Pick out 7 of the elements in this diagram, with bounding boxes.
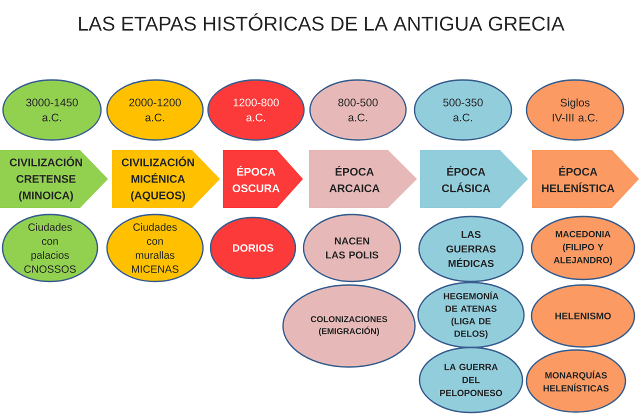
- period-pentagon: ÉPOCA OSCURA: [223, 150, 303, 208]
- period-pentagon: ÉPOCA CLÁSICA: [420, 150, 528, 208]
- period-pentagon: ÉPOCA ARCAICA: [309, 150, 417, 208]
- period-pentagon: CIVILIZACIÓN CRETENSE (MINOICA): [0, 150, 108, 208]
- title: LAS ETAPAS HISTÓRICAS DE LA ANTIGUA GRECIA: [79, 13, 565, 31]
- period-pentagon: ÉPOCA HELENÍSTICA: [532, 150, 639, 208]
- period-pentagon: CIVILIZACIÓN MICÉNICA (AQUEOS): [112, 150, 220, 208]
